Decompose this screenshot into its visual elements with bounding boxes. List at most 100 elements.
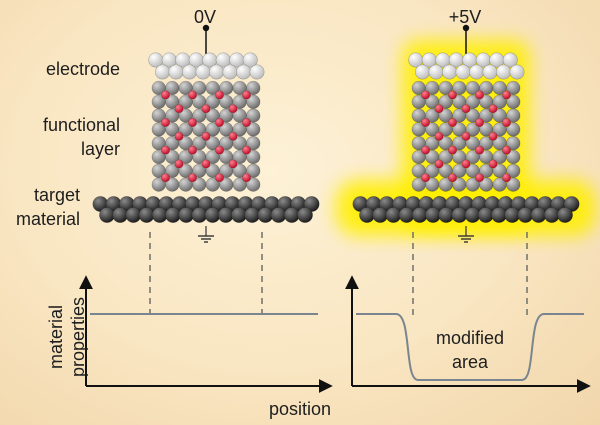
electrode-atom	[209, 64, 225, 80]
lattice-atom	[246, 80, 261, 96]
electrode-atom	[195, 64, 211, 80]
electrode-atom	[495, 64, 511, 80]
graph-left	[79, 275, 333, 393]
modified-label-line1: modified	[435, 328, 505, 348]
oxygen-atom	[228, 104, 238, 114]
oxygen-atom	[474, 145, 484, 155]
target-label-line2: material	[15, 209, 80, 229]
oxygen-atom	[501, 145, 511, 155]
oxygen-atom	[161, 90, 171, 100]
electrode-atom	[236, 64, 252, 80]
modified-label-line2: area	[451, 352, 489, 372]
oxygen-atom	[161, 118, 171, 128]
electrode-atom	[482, 64, 498, 80]
electrode-atom	[182, 64, 198, 80]
oxygen-atom	[201, 131, 211, 141]
lattice-atom	[246, 136, 261, 151]
oxygen-atom	[420, 145, 430, 155]
lattice-atom	[506, 136, 521, 151]
electrode-atom	[242, 52, 258, 68]
oxygen-atom	[474, 90, 484, 100]
electrode-atom	[222, 64, 238, 80]
ground-icon	[458, 226, 474, 243]
oxygen-atom	[161, 145, 171, 155]
electrode-atom	[414, 64, 430, 80]
contact-dot-icon	[462, 24, 470, 32]
lattice-atom	[506, 149, 521, 165]
oxygen-atom	[461, 131, 471, 141]
lattice-atom	[506, 122, 521, 137]
electrode-atom	[168, 64, 184, 80]
oxygen-atom	[501, 118, 511, 128]
oxygen-atom	[461, 104, 471, 114]
y-axis-label-line1: material	[46, 304, 66, 370]
oxygen-atom	[228, 159, 238, 169]
electrode-atom	[468, 64, 484, 80]
electrode-atom	[455, 64, 471, 80]
oxygen-atom	[434, 159, 444, 169]
oxygen-atom	[488, 131, 498, 141]
oxygen-atom	[242, 145, 252, 155]
graph-right	[345, 275, 591, 393]
oxygen-atom	[447, 145, 457, 155]
voltage-label-right: +5V	[448, 7, 482, 27]
oxygen-atom	[420, 118, 430, 128]
y-axis-label-line2: properties	[68, 296, 88, 378]
lattice-atom	[246, 177, 261, 192]
oxygen-atom	[447, 173, 457, 183]
oxygen-atom	[201, 104, 211, 114]
oxygen-atom	[161, 173, 171, 183]
lattice-atom	[506, 108, 521, 123]
device-right	[352, 24, 580, 243]
electrode-label: electrode	[45, 59, 120, 79]
electrode-atom	[441, 64, 457, 80]
contact-dot-icon	[202, 24, 210, 32]
voltage-label-left: 0V	[193, 7, 217, 27]
target-label-line1: target	[33, 185, 80, 205]
lattice-atom	[506, 80, 521, 96]
oxygen-atom	[215, 145, 225, 155]
oxygen-atom	[188, 173, 198, 183]
lattice-atom	[246, 94, 261, 109]
lattice-atom	[246, 122, 261, 137]
projection-lines	[149, 232, 528, 318]
oxygen-atom	[420, 90, 430, 100]
oxygen-atom	[215, 90, 225, 100]
oxygen-atom	[488, 104, 498, 114]
property-curve-modified	[356, 313, 584, 381]
oxygen-atom	[215, 173, 225, 183]
target-atom	[297, 207, 313, 223]
target-atom	[557, 207, 573, 223]
oxygen-atom	[447, 118, 457, 128]
lattice-atom	[506, 163, 521, 178]
device-left	[92, 24, 320, 243]
oxygen-atom	[474, 118, 484, 128]
oxygen-atom	[501, 90, 511, 100]
electrode-atom	[428, 64, 444, 80]
oxygen-atom	[420, 173, 430, 183]
oxygen-atom	[174, 159, 184, 169]
functional-label-line1: functional	[42, 115, 120, 135]
oxygen-atom	[188, 145, 198, 155]
lattice-atom	[506, 94, 521, 109]
oxygen-atom	[174, 131, 184, 141]
oxygen-atom	[242, 173, 252, 183]
ground-icon	[198, 226, 214, 243]
oxygen-atom	[174, 104, 184, 114]
oxygen-atom	[188, 118, 198, 128]
electrode-atom	[249, 64, 265, 80]
electrode-atom	[155, 64, 171, 80]
functional-label-line2: layer	[80, 139, 120, 159]
electrode-atom	[502, 52, 518, 68]
oxygen-atom	[434, 104, 444, 114]
oxygen-atom	[215, 118, 225, 128]
oxygen-atom	[188, 90, 198, 100]
lattice-atom	[246, 163, 261, 178]
oxygen-atom	[242, 90, 252, 100]
oxygen-atom	[501, 173, 511, 183]
oxygen-atom	[434, 131, 444, 141]
lattice-atom	[246, 108, 261, 123]
oxygen-atom	[242, 118, 252, 128]
oxygen-atom	[488, 159, 498, 169]
